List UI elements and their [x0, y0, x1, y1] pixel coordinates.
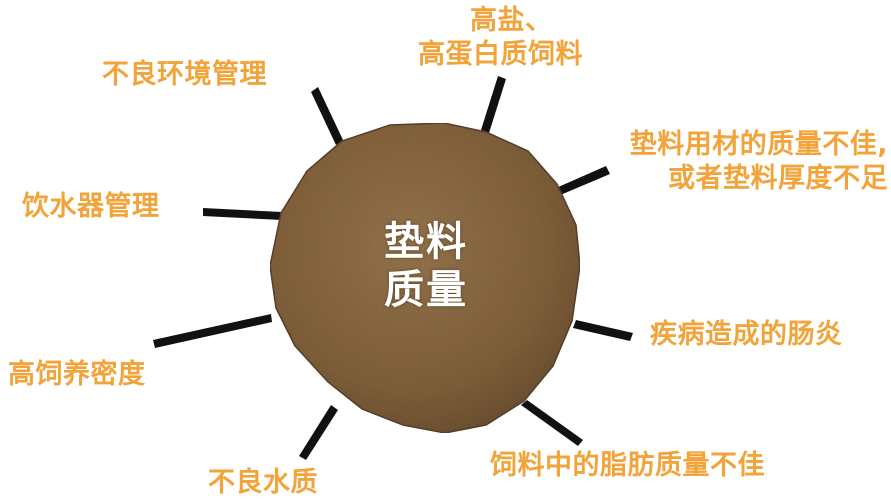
factor-line: 饲料中的脂肪质量不佳 [490, 450, 765, 481]
factor-line: 或者垫料厚度不足 [668, 163, 888, 194]
spoke-top-left [311, 87, 343, 145]
spokes [153, 76, 633, 460]
litter-disc [269, 122, 581, 434]
center-title-line1: 垫料 [384, 219, 468, 265]
center-title-line2: 质量 [384, 267, 468, 313]
spoke-bottom-right [521, 400, 583, 446]
spoke-bottom [299, 405, 338, 460]
factor-line: 不良环境管理 [102, 59, 267, 90]
factor-litter-material-thickness: 垫料用材的质量不佳, 或者垫料厚度不足 [596, 128, 888, 196]
center-title: 垫料 质量 [366, 218, 486, 314]
factor-drinker-management: 饮水器管理 [22, 190, 160, 224]
spoke-left [203, 208, 282, 220]
factor-high-stocking-density: 高饲养密度 [8, 358, 146, 392]
factor-line: 疾病造成的肠炎 [650, 319, 843, 350]
factor-high-salt-protein-feed: 高盐、 高蛋白质饲料 [418, 4, 583, 72]
spoke-bottom-left [153, 314, 272, 348]
factor-line: 不良水质 [208, 467, 318, 498]
factor-disease-enteritis: 疾病造成的肠炎 [650, 318, 843, 352]
spoke-right [573, 320, 633, 341]
factor-line: 高盐、 [470, 5, 553, 36]
factor-line: 饮水器管理 [22, 191, 160, 222]
factor-line: 高饲养密度 [8, 359, 146, 390]
spoke-top [481, 76, 506, 133]
factor-poor-environment-management: 不良环境管理 [102, 58, 267, 92]
spoke-top-right [556, 166, 610, 196]
factor-poor-water-quality: 不良水质 [208, 466, 318, 500]
factor-line: 垫料用材的质量不佳, [629, 129, 888, 160]
factor-line: 高蛋白质饲料 [418, 39, 583, 70]
factor-feed-fat-quality: 饲料中的脂肪质量不佳 [490, 449, 765, 483]
